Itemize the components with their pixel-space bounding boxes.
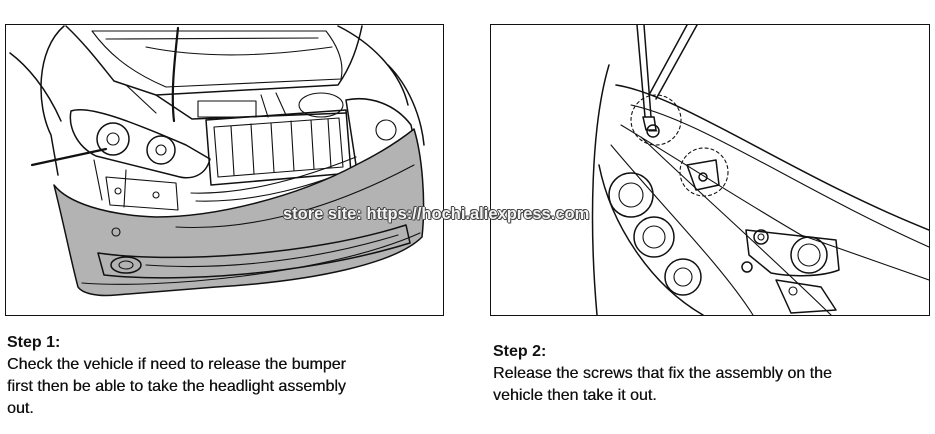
dashed-circle-2 <box>679 147 729 197</box>
assembly-edge <box>610 144 754 315</box>
step-1-heading: Step 1: <box>7 334 61 351</box>
car-body <box>591 64 929 315</box>
mount-bolt-2 <box>152 191 160 199</box>
radiator-fins <box>230 118 332 176</box>
hood-prop-rod <box>648 25 698 100</box>
headlight-lamp-outer <box>96 122 130 156</box>
bracket-screw <box>753 229 769 245</box>
mounting-tab <box>686 159 720 191</box>
bracket-screw-head <box>757 233 765 241</box>
fender-edge <box>591 64 610 315</box>
screw-highlight-1 <box>630 94 682 146</box>
hood-edge <box>615 84 929 231</box>
left-fender <box>9 25 65 176</box>
step-1-illustration <box>5 24 444 316</box>
headlight-screws-drawing <box>591 25 929 315</box>
headlight-lamp-3-inner <box>673 267 693 287</box>
car-front-drawing <box>9 25 425 297</box>
right-fender <box>337 25 425 146</box>
screwdriver <box>636 25 657 131</box>
screw-highlight-2 <box>679 147 729 197</box>
engine-bay <box>125 84 347 120</box>
body-contour <box>9 52 62 122</box>
bumper <box>53 128 425 297</box>
headlight-lamp <box>608 172 654 218</box>
watermark-text: store site: https://hochi.aliexpress.com <box>283 205 590 223</box>
headlight-mount <box>93 159 179 211</box>
body-panel-line <box>620 124 929 281</box>
hood-edge-inner <box>630 104 929 248</box>
step-2-instructions: Step 2: Release the screws that fix the … <box>493 341 832 407</box>
fender-outline <box>40 25 65 176</box>
pointer-line <box>30 147 108 167</box>
hood-inner-panel <box>91 30 343 88</box>
lower-bracket <box>775 279 837 314</box>
step-1-instructions: Step 1: Check the vehicle if need to rel… <box>7 332 346 420</box>
headlight <box>69 108 211 179</box>
engine-bay-edge <box>155 94 347 120</box>
step-1-line: out. <box>7 400 34 417</box>
headlight-lamp-3 <box>664 258 702 296</box>
screw <box>646 124 660 138</box>
engine-bay-detail <box>125 84 287 118</box>
hood-prop <box>648 25 698 100</box>
engine-component <box>197 100 257 118</box>
headlight-lamp-inner <box>618 182 644 208</box>
mount-bolt <box>114 187 122 195</box>
lower-bracket-plate <box>775 279 837 314</box>
lower-grille-slat <box>145 234 399 268</box>
lower-grille <box>97 224 411 279</box>
headlight-lamp-inner <box>106 132 120 146</box>
screw-2 <box>698 172 708 182</box>
step-2-illustration <box>490 24 930 316</box>
bumper-upper-band <box>175 164 415 229</box>
screwdriver-tip <box>642 116 657 131</box>
mount-bracket <box>93 159 179 211</box>
step-1-line: first then be able to take the headlight… <box>7 378 346 395</box>
lower-bracket-bolt <box>788 286 798 296</box>
hood-frame-line <box>105 37 333 56</box>
assembly-edge-2 <box>640 136 832 315</box>
headlight-lens <box>69 108 211 179</box>
headlight-lens <box>598 164 704 315</box>
hood-prop-rod <box>171 26 180 123</box>
hood <box>65 25 363 123</box>
headlight-assembly <box>598 164 704 315</box>
radiator <box>205 109 352 186</box>
fog-lamp <box>110 256 142 274</box>
bumper-lip <box>81 232 421 285</box>
headlight-lamp-2 <box>633 216 675 258</box>
screwdriver-shaft <box>636 25 652 118</box>
headlight-lamp-outer-2 <box>146 135 176 165</box>
bumper-hole <box>111 227 121 237</box>
right-headlight-lamp <box>375 119 397 141</box>
radiator-core <box>213 117 344 178</box>
step-2-line: Release the screws that fix the assembly… <box>493 365 832 382</box>
adjuster-ring <box>790 236 828 274</box>
mounting-bracket <box>741 229 840 277</box>
bracket-plate <box>745 229 840 277</box>
radiator-fan <box>298 92 344 118</box>
step-1-line: Check the vehicle if need to release the… <box>7 356 346 373</box>
headlight-lamp-2-inner <box>642 225 666 249</box>
dashed-circle <box>630 94 682 146</box>
headlight-lamp-inner-2 <box>155 144 167 156</box>
bumper-cover <box>53 128 425 297</box>
fog-lamp-inner <box>118 260 134 270</box>
step-2-heading: Step 2: <box>493 343 547 360</box>
adjuster-ring-inner <box>797 243 821 267</box>
bracket-screw-2 <box>741 261 753 273</box>
step-2-line: vehicle then take it out. <box>493 387 657 404</box>
